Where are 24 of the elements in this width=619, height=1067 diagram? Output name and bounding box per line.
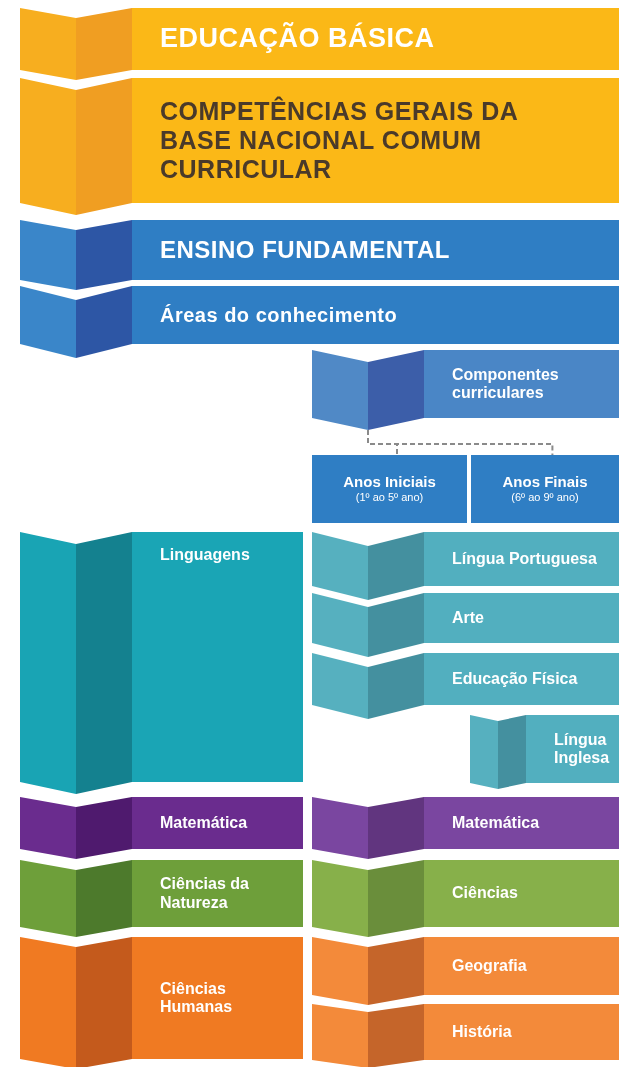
banner-title: Ciências (452, 884, 518, 903)
banner-title: Áreas do conhecimento (160, 303, 398, 327)
banner-title: Arte (452, 608, 484, 628)
banner-title: Língua Inglesa (554, 730, 611, 768)
banner-title: Anos Finais (502, 473, 588, 491)
banner-title: Matemática (452, 813, 540, 833)
banner-title: História (452, 1022, 512, 1042)
banner-title: Ciências da Natureza (160, 875, 250, 912)
banner-title: Língua Portuguesa (452, 549, 597, 569)
banner-title: Anos Iniciais (343, 473, 436, 491)
banner-title: Educação Física (452, 669, 578, 689)
year-range: (1º ao 5º ano) (355, 490, 424, 505)
year-range: (6º ao 9º ano) (511, 490, 579, 505)
banner-title: Linguagens (160, 546, 250, 565)
banner-title: COMPETÊNCIAS GERAIS DA BASE NACIONAL COMUM CURRICULAR (160, 97, 519, 184)
banner-title: EDUCAÇÃO BÁSICA (160, 23, 435, 55)
label-box (471, 455, 619, 523)
banner-title: ENSINO FUNDAMENTAL (160, 236, 450, 264)
connector-line (367, 429, 554, 456)
banner-title: Ciências Humanas (160, 979, 234, 1017)
label-box (312, 455, 467, 523)
banner-title: Geografia (452, 956, 527, 976)
banner-title: Matemática (160, 813, 248, 833)
banner-title: Componentes curriculares (452, 365, 560, 403)
